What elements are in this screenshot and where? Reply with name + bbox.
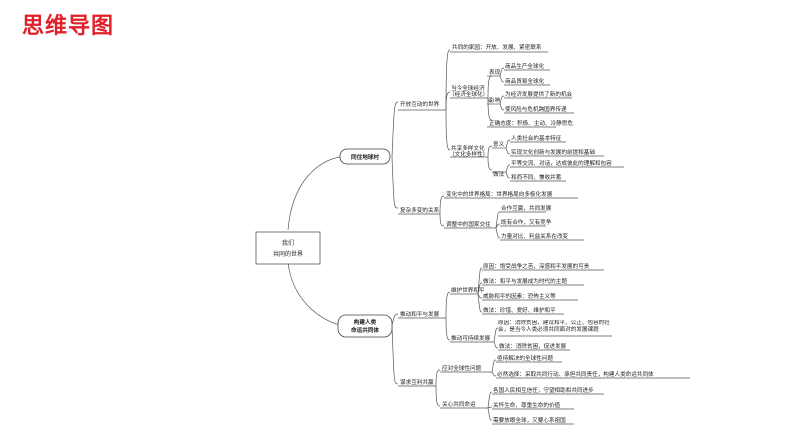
center-line1: 我们 xyxy=(282,239,294,247)
node-mutual: 谋求互利共赢 xyxy=(400,378,434,386)
node-shared-fate-item: 需要放眼全球，又要心系祖国 xyxy=(493,416,566,424)
node-attitude: 正确态度：积极、主动、冷静思危 xyxy=(489,119,573,127)
node-culture-2: （文化多样性） xyxy=(449,150,488,158)
node-sustainable-item: 做法：消除贫困，促进发展 xyxy=(499,342,567,350)
node-relations-item: 合作互赢，共同发展 xyxy=(501,204,552,212)
node-peace-item: 做法：和平与发展成为时代的主题 xyxy=(483,277,567,285)
node-method-item: 和而不同、兼收并蓄 xyxy=(511,173,562,181)
node-influence: 影响 xyxy=(489,96,501,104)
node-complex: 复杂多变的关系 xyxy=(400,206,440,214)
node-meaning-item: 人类社会的基本特征 xyxy=(511,134,562,142)
node-relations-item: 力量对比、利益关系在改变 xyxy=(501,232,569,240)
node-method: 做法 xyxy=(493,170,505,178)
node-peace-item: 做法：珍惜、爱好、维护和平 xyxy=(483,306,556,314)
node-global-issues-item: 必然选择：采取共同行动、承担共同责任，构建人类命运共同体 xyxy=(497,370,654,378)
node-pattern: 变化中的世界格局：世界格局向多极化发展 xyxy=(446,190,553,198)
node-sustainable-item: 原因：消除贫困，建设和平、公正、包容的社会，是当今人类必须共同面对的发展课题 xyxy=(498,320,610,333)
connector xyxy=(287,156,341,231)
node-open-world: 开放互动的世界 xyxy=(400,100,440,108)
node-global-issues: 应对全球性问题 xyxy=(442,364,482,372)
node-manifest-item: 商品贸易全球化 xyxy=(505,77,545,85)
node-relations: 调整中的国家交往 xyxy=(446,220,491,228)
node-manifest-item: 商品生产全球化 xyxy=(505,62,545,70)
node-peace-item: 威胁和平的因素：恐怖主义等 xyxy=(483,292,556,300)
node-influence-item: 为经济发展提供了新的机会 xyxy=(505,90,573,98)
node-culture-1: 共享多样文化 xyxy=(451,144,485,152)
node-peace: 维护世界和平 xyxy=(451,286,485,294)
node-relations-item: 既有合作，又有竞争 xyxy=(501,218,552,226)
node-global-issues-item: 亟待解决的全球性问题 xyxy=(497,354,553,362)
node-manifest: 表现 xyxy=(489,68,501,76)
node-shared-fate: 关心共同命运 xyxy=(442,400,476,408)
node-method-item: 平等交流、对话，达成彼此的理解和包容 xyxy=(511,159,612,167)
node-sustainable: 推动可持续发展 xyxy=(451,334,491,342)
connector xyxy=(391,101,399,158)
node-shared-fate-item: 关怀生命、尊重生命的价值 xyxy=(493,401,561,409)
branch-node-global-village xyxy=(339,148,391,165)
node-meaning-item: 实现文化创新与发展的前提和基础 xyxy=(511,148,595,156)
branch-node-shared-future xyxy=(337,314,393,338)
connector xyxy=(287,261,341,326)
branch-shared-future-line1: 构建人类 xyxy=(354,318,377,326)
node-influence-item: 使风险与危机跨国界传递 xyxy=(505,105,567,113)
node-globalization-1: 当今全球经济 xyxy=(451,84,485,92)
center-node xyxy=(255,231,321,265)
branch-global-village-label: 同住地球村 xyxy=(351,153,379,161)
node-shared-fate-item: 各国人民相互信任，守望相助和共同进步 xyxy=(493,386,594,394)
node-peace-item: 原因：饱受战争之苦，深感和平发展的可贵 xyxy=(483,262,590,270)
page-title: 思维导图 xyxy=(22,14,115,39)
center-line2: 共同的世界 xyxy=(273,250,303,258)
node-meaning: 意义 xyxy=(493,140,505,148)
node-common-home: 共同的家园：开放、发展、紧密联系 xyxy=(452,43,542,51)
connector xyxy=(391,156,399,209)
node-globalization-2: （经济全球化） xyxy=(449,90,488,98)
node-peace-dev: 推动和平与发展 xyxy=(400,310,440,318)
branch-shared-future-line2: 命运共同体 xyxy=(350,326,379,334)
